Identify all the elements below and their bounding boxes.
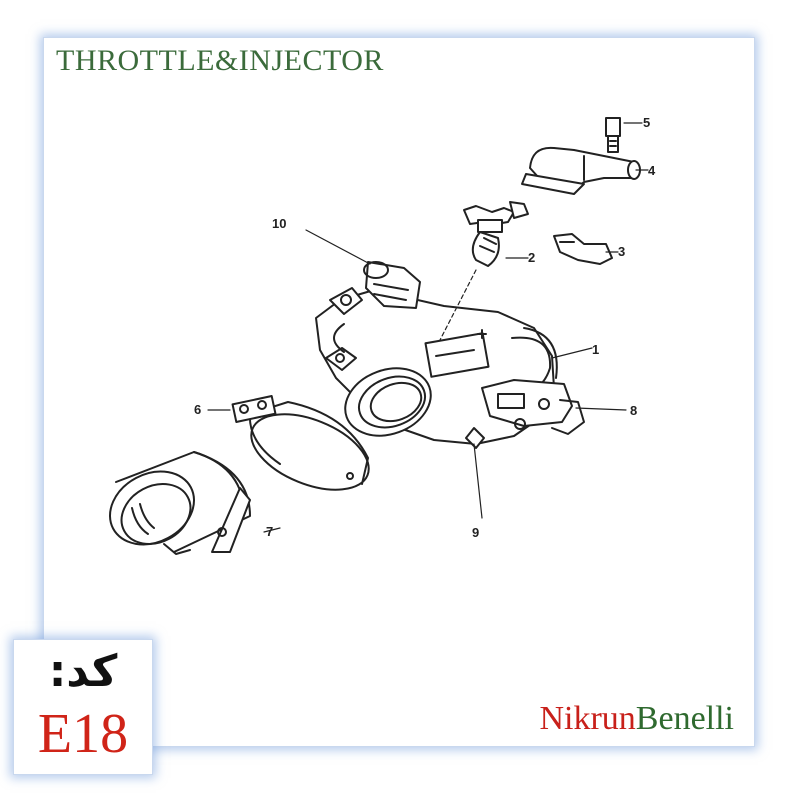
- callout-1: 1: [592, 342, 599, 357]
- callout-7: 7: [266, 524, 273, 539]
- leader-lines: [207, 122, 649, 533]
- intake-boot-part: [108, 451, 251, 555]
- code-box: کد: E18: [14, 640, 152, 774]
- callout-6: 6: [194, 402, 201, 417]
- code-value: E18: [37, 703, 129, 765]
- callout-4: 4: [648, 163, 656, 178]
- injector-part: [463, 201, 529, 267]
- code-label: کد:: [48, 646, 118, 697]
- bolt-part: [605, 117, 621, 153]
- brand-part-benelli: Benelli: [635, 700, 734, 737]
- callout-labels: 1 2 3 4 5 6 7 8 9 10: [194, 115, 656, 540]
- callout-10: 10: [272, 216, 286, 231]
- callout-8: 8: [630, 403, 637, 418]
- hose-clamp-part: [231, 395, 370, 491]
- page-title: THROTTLE&INJECTOR: [56, 44, 384, 77]
- callout-5: 5: [643, 115, 650, 130]
- callout-3: 3: [618, 244, 625, 259]
- fuel-connector-part: [521, 146, 641, 195]
- brand-watermark: NikrunBenelli: [539, 700, 734, 738]
- callout-2: 2: [528, 250, 535, 265]
- callout-9: 9: [472, 525, 479, 540]
- brand-part-nikrun: Nikrun: [539, 700, 636, 737]
- throttle-body-part: [315, 261, 585, 449]
- clip-part: [553, 233, 613, 265]
- exploded-parts-diagram: 1 2 3 4 5 6 7 8 9 10: [108, 115, 656, 555]
